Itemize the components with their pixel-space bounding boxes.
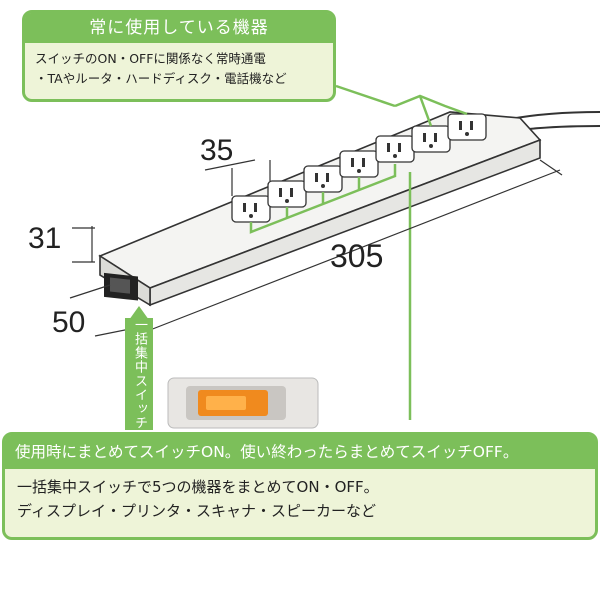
dimension-depth: 50 [52, 306, 86, 339]
always-on-bracket [335, 84, 468, 127]
outlet-4 [339, 150, 379, 178]
master-switch-label: 一括集中スイッチ [125, 318, 153, 430]
outlet-3 [303, 165, 343, 193]
dimension-lines [69, 159, 563, 337]
master-switch-line-2: ディスプレイ・プリンタ・スキャナ・スピーカーなど [17, 502, 376, 520]
switch-recess-inner [110, 277, 130, 294]
outlet-5 [375, 135, 415, 163]
outlet-1 [231, 195, 271, 223]
switch-arrow [129, 306, 149, 320]
always-on-line-1: スイッチのON・OFFに関係なく常時通電 [35, 51, 266, 66]
always-on-callout: 常に使用している機器 スイッチのON・OFFに関係なく常時通電 ・TAやルータ・… [22, 10, 336, 102]
dimension-width: 35 [200, 134, 234, 167]
outlet-always-on-1 [411, 125, 451, 153]
outlet-always-on-2 [447, 113, 487, 141]
switch-photo [167, 377, 319, 429]
always-on-line-2: ・TAやルータ・ハードディスク・電話機など [35, 71, 287, 86]
switched-outlets-bracket [249, 164, 412, 420]
outlet-2 [267, 180, 307, 208]
master-switch-line-1: 一括集中スイッチで5つの機器をまとめてON・OFF。 [17, 478, 379, 496]
always-on-title: 常に使用している機器 [25, 13, 333, 43]
master-switch-title: 使用時にまとめてスイッチON。使い終わったらまとめてスイッチOFF。 [5, 435, 595, 469]
master-switch-callout: 使用時にまとめてスイッチON。使い終わったらまとめてスイッチOFF。 一括集中ス… [2, 432, 598, 540]
dimension-length: 305 [330, 238, 384, 274]
dimension-height: 31 [28, 222, 62, 255]
